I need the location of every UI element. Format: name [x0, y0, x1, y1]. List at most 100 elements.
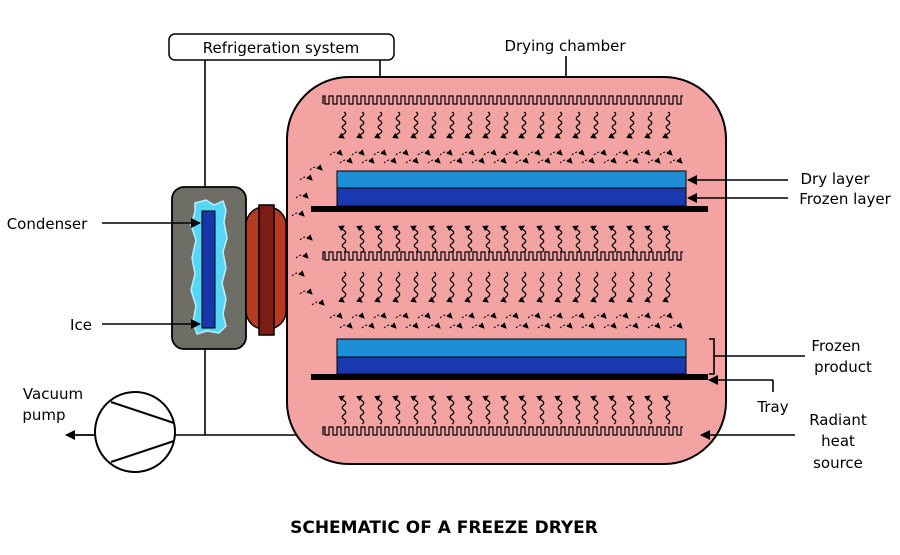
drying-chamber-label: Drying chamber [504, 37, 626, 55]
vapor-flow-icon [373, 312, 387, 319]
heat-wave-icon [500, 225, 509, 253]
vapor-flow-icon [395, 312, 409, 319]
vapor-flow-icon [615, 149, 629, 156]
frozen-layer-upper [336, 187, 687, 207]
dry-layer-lower [336, 338, 687, 358]
heat-wave-icon [446, 225, 455, 253]
heat-wave-icon [572, 111, 581, 139]
vapor-flow-icon [527, 312, 541, 319]
heat-wave-icon [464, 395, 473, 425]
heat-wave-icon [356, 271, 365, 303]
upper-tray [311, 170, 708, 212]
vapor-flow-icon [637, 149, 651, 156]
vapor-flow-icon [405, 322, 419, 329]
vapor-flow-icon [549, 312, 563, 319]
vapor-flow-icon [549, 149, 563, 156]
heat-wave-icon [356, 395, 365, 425]
heat-wave-icon [518, 395, 527, 425]
vapor-flow-icon [299, 288, 313, 295]
condenser-core [201, 210, 216, 329]
heat-wave-icon [590, 111, 599, 139]
condenser-seal [245, 204, 287, 336]
heat-wave-icon [410, 271, 419, 303]
heat-wave-icon [572, 225, 581, 253]
vapor-flow-icon [299, 174, 313, 181]
vapor-flow-icon [439, 149, 453, 156]
heat-wave-icon [608, 395, 617, 425]
condenser [171, 186, 247, 350]
tray-label: Tray [756, 398, 788, 416]
heat-wave-icon [518, 111, 527, 139]
heat-wave-icon [374, 111, 383, 139]
vapor-flow-icon [581, 322, 595, 329]
heat-wave-icon [572, 271, 581, 303]
heat-wave-icon [356, 111, 365, 139]
vapor-flow-icon [291, 210, 305, 217]
vapor-flow-icon [295, 252, 309, 259]
heat-wave-icon [338, 225, 347, 253]
heat-wave-icon [374, 271, 383, 303]
refrigeration-system-text: Refrigeration system [203, 39, 359, 57]
vapor-flow-icon [295, 192, 309, 199]
heat-wave-icon [554, 111, 563, 139]
heat-wave-icon [392, 271, 401, 303]
heat-wave-icon [392, 225, 401, 253]
vacuum-pump-label-line2: pump [22, 406, 65, 424]
vacuum-pump-icon [65, 391, 176, 473]
vapor-flow-icon [449, 157, 463, 164]
vapor-flow-icon [571, 312, 585, 319]
heat-wave-icon [482, 271, 491, 303]
vapor-flow-icon [339, 322, 353, 329]
vapor-flow-icon [593, 312, 607, 319]
heat-wave-icon [626, 111, 635, 139]
refrigeration-system-label: Refrigeration system [168, 33, 395, 61]
vapor-flow-icon [461, 312, 475, 319]
dry-layer-label: Dry layer [801, 170, 871, 188]
heat-wave-icon [626, 225, 635, 253]
heat-wave-icon [374, 395, 383, 425]
vapor-flow-icon [603, 322, 617, 329]
vapor-flow-icon [647, 322, 661, 329]
vapor-flow-icon [483, 149, 497, 156]
heat-wave-icon [392, 395, 401, 425]
vapor-flow-icon [483, 312, 497, 319]
vapor-flow-icon [537, 322, 551, 329]
heat-wave-icon [554, 395, 563, 425]
vapor-flow-icon [659, 312, 673, 319]
frozen-product-label-line1: Frozen [811, 337, 860, 355]
annotations [102, 175, 805, 440]
radiant-heat-label-line1: Radiant [809, 411, 867, 429]
vapor-flow-icon [505, 312, 519, 319]
heat-wave-icon [500, 395, 509, 425]
vapor-flow-icon [427, 157, 441, 164]
vapor-flow-icon [647, 157, 661, 164]
heat-wave-icon [482, 395, 491, 425]
heat-wave-icon [410, 225, 419, 253]
vapor-flow-icon [625, 322, 639, 329]
tray-lower [311, 374, 708, 380]
radiant-heaters [322, 95, 683, 436]
vacuum-pump-label-line1: Vacuum [23, 385, 83, 403]
vapor-flow-icon [603, 157, 617, 164]
heat-wave-icon [356, 225, 365, 253]
vapor-flow-icon [449, 322, 463, 329]
heat-wave-icon [536, 271, 545, 303]
vapor-flow-icon [669, 322, 683, 329]
vapor-flow-icon [493, 157, 507, 164]
heat-wave-icon [644, 225, 653, 253]
heater-coil-icon [322, 426, 683, 436]
drying-chamber [286, 76, 727, 465]
heat-wave-icon [482, 225, 491, 253]
vapor-flow-icon [461, 149, 475, 156]
heat-wave-icon [374, 225, 383, 253]
vapor-flow-icon [669, 157, 683, 164]
vapor-flow-icon [309, 164, 323, 171]
heat-wave-icon [428, 271, 437, 303]
condenser-label: Condenser [7, 215, 88, 233]
heat-wave-icon [446, 111, 455, 139]
vapor-flow-icon [329, 312, 343, 319]
heater-coil-icon [322, 251, 683, 261]
heat-wave-icon [536, 395, 545, 425]
vapor-flow-icon [383, 322, 397, 329]
